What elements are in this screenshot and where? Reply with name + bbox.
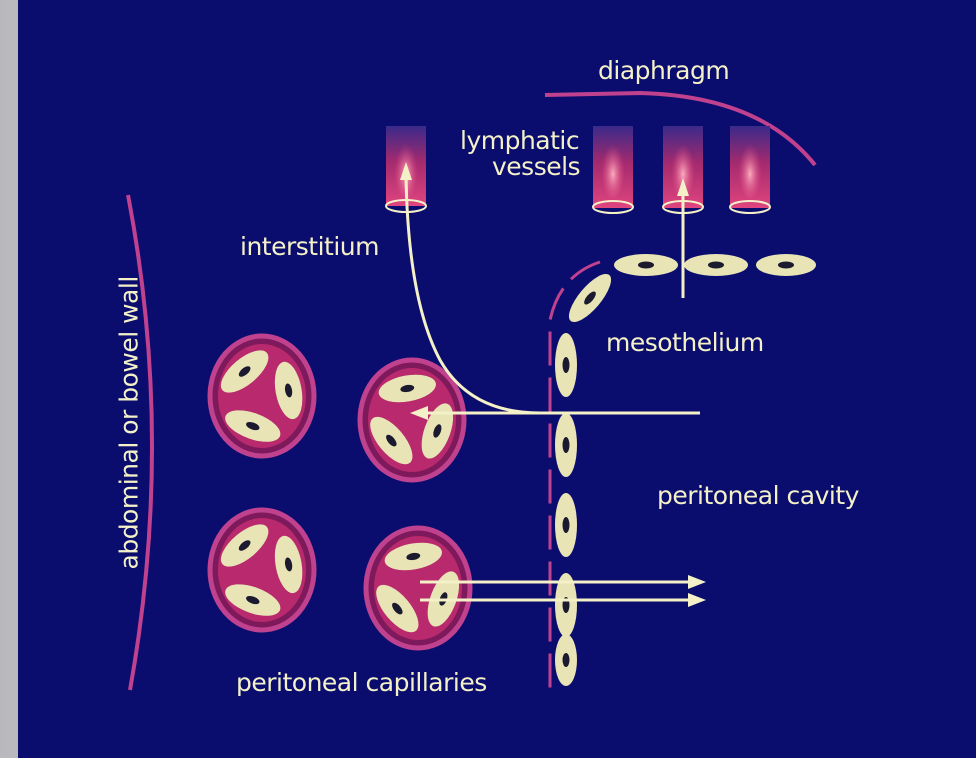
capillary-cross-section	[366, 528, 470, 648]
arrowhead	[688, 593, 706, 607]
mesothelial-cell	[562, 268, 617, 328]
mesothelial-cell	[684, 254, 748, 276]
peritoneal-capillaries-label: peritoneal capillaries	[236, 670, 487, 695]
capillary-cross-section	[360, 360, 464, 480]
interstitium-label: interstitium	[240, 234, 379, 259]
peritoneal-cavity-label: peritoneal cavity	[657, 483, 859, 508]
mesothelial-cell	[555, 493, 577, 557]
lymphatic-vessel-1	[593, 126, 633, 213]
lymphatic-vessels-label-line1: lymphatic	[460, 128, 579, 153]
mesothelial-cell	[756, 254, 816, 276]
mesothelial-cell	[555, 413, 577, 477]
mesothelium-label: mesothelium	[606, 330, 764, 355]
mesothelial-cell	[555, 634, 577, 686]
abdominal-wall-label: abdominal or bowel wall	[117, 280, 142, 570]
interstitium-uptake-arrow	[406, 175, 700, 413]
capillary-cross-section	[210, 336, 314, 456]
mesothelium-membrane-line	[550, 262, 600, 690]
mesothelial-cell	[555, 333, 577, 397]
capillary-cross-section	[210, 510, 314, 630]
diaphragm-label: diaphragm	[598, 58, 729, 83]
arrowhead	[688, 575, 706, 589]
lymphatic-vessels-label-line2: vessels	[492, 154, 580, 179]
lymphatic-vessel-3	[730, 126, 770, 213]
mesothelial-cell	[614, 254, 678, 276]
